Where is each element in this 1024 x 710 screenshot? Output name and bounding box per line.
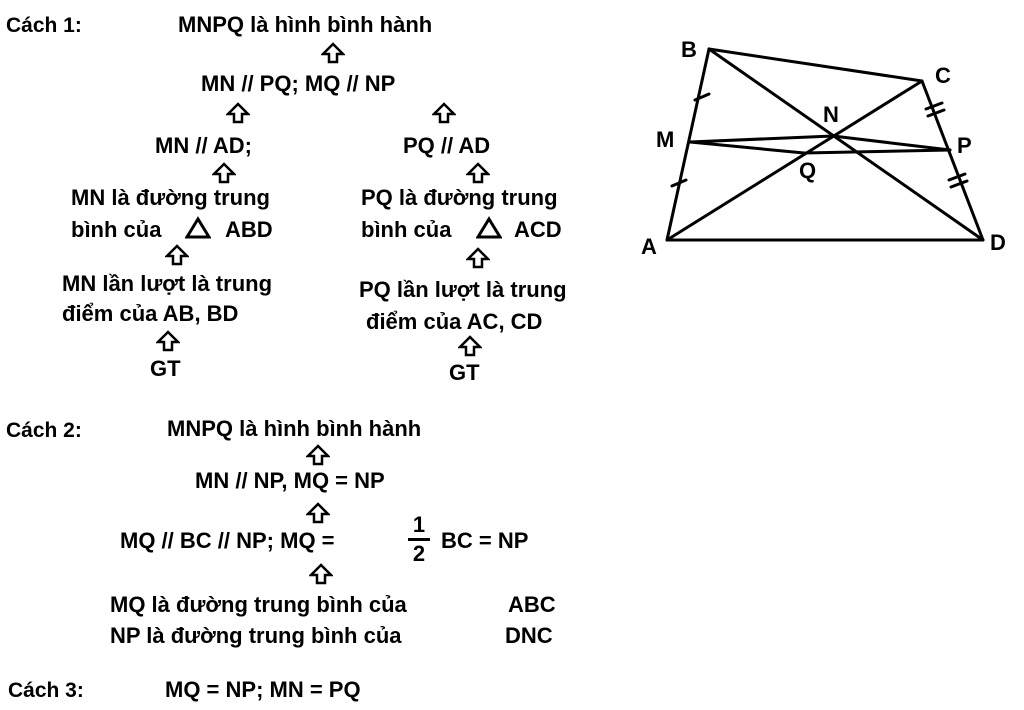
point-label-d: D — [990, 230, 1006, 255]
implication-arrow-icon — [226, 102, 250, 124]
implication-arrow-icon — [156, 330, 180, 352]
triangle-icon — [185, 216, 211, 239]
method2-line2-pre: MQ // BC // NP; MQ = — [120, 528, 335, 553]
implication-arrow-icon — [306, 502, 330, 524]
implication-arrow-icon — [432, 102, 456, 124]
method2-line1: MN // NP, MQ = NP — [195, 468, 385, 493]
implication-arrow-icon — [466, 247, 490, 269]
implication-arrow-icon — [165, 244, 189, 266]
left-step3a: MN lần lượt là trung — [62, 271, 273, 296]
implication-arrow-icon — [321, 42, 345, 64]
segment-np — [831, 134, 952, 152]
right-given: GT — [449, 360, 480, 385]
side-cd — [920, 79, 985, 242]
method2-line2-post: BC = NP — [441, 528, 529, 553]
one-half-fraction: 1 2 — [408, 514, 430, 565]
method2-label: Cách 2: — [6, 419, 82, 442]
right-step2a: PQ là đường trung — [361, 185, 558, 210]
method2-line3b-triangle: DNC — [505, 623, 553, 648]
right-step2b-pre: bình của — [361, 217, 452, 242]
implication-arrow-icon — [306, 444, 330, 466]
tick-ma — [670, 178, 688, 188]
point-label-c: C — [935, 63, 951, 88]
side-ba — [665, 47, 711, 242]
method2-line3a: MQ là đường trung bình của — [110, 592, 407, 617]
tick-pd-2 — [949, 179, 969, 189]
method2-line3a-triangle: ABC — [508, 592, 556, 617]
segment-mn — [688, 134, 835, 144]
right-step2b-post: ACD — [514, 217, 562, 242]
point-label-q: Q — [799, 158, 816, 183]
right-step3b: điểm của AC, CD — [366, 309, 543, 334]
point-label-a: A — [641, 234, 657, 259]
implication-arrow-icon — [466, 162, 490, 184]
method2-line3b: NP là đường trung bình của — [110, 623, 402, 648]
point-label-p: P — [957, 133, 972, 158]
segment-mq — [688, 140, 806, 155]
right-step1: PQ // AD — [403, 133, 491, 158]
left-step2a: MN là đường trung — [71, 185, 270, 210]
left-step2b-post: ABD — [225, 217, 273, 242]
fraction-denominator: 2 — [412, 541, 426, 566]
method3-text: MQ = NP; MN = PQ — [165, 677, 361, 702]
implication-arrow-icon — [458, 335, 482, 357]
tick-cp-2 — [926, 108, 946, 118]
implication-arrow-icon — [309, 563, 333, 585]
diagonal-ac — [665, 79, 924, 242]
right-step3a: PQ lần lượt là trung — [359, 277, 567, 302]
method1-goal: MNPQ là hình bình hành — [178, 12, 433, 37]
method2-goal: MNPQ là hình bình hành — [167, 416, 422, 441]
point-label-b: B — [681, 37, 697, 62]
method1-parallel-pair: MN // PQ; MQ // NP — [201, 71, 396, 96]
method3-label: Cách 3: — [8, 679, 84, 702]
tick-cp-1 — [924, 101, 944, 111]
tick-pd-1 — [947, 172, 967, 182]
point-label-n: N — [823, 102, 839, 127]
side-bc — [707, 47, 924, 83]
implication-arrow-icon — [212, 162, 236, 184]
triangle-icon — [476, 216, 502, 239]
segment-qp — [802, 148, 952, 155]
diagonal-bd — [707, 47, 985, 242]
method1-label: Cách 1: — [6, 14, 82, 37]
left-step1: MN // AD; — [155, 133, 252, 158]
left-step3b: điểm của AB, BD — [62, 301, 239, 326]
left-given: GT — [150, 356, 181, 381]
fraction-bar — [408, 538, 430, 541]
fraction-numerator: 1 — [412, 512, 426, 537]
tick-bm — [693, 92, 711, 102]
left-step2b-pre: bình của — [71, 217, 162, 242]
point-label-m: M — [656, 127, 674, 152]
